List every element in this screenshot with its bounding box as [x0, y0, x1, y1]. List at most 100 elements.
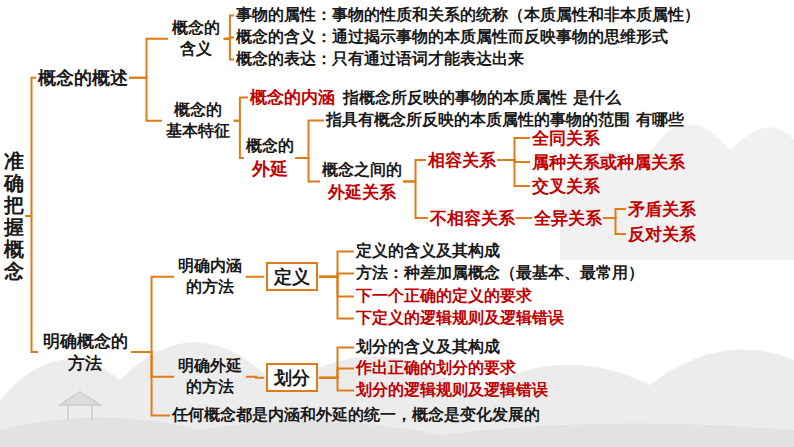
node-text: 划分	[274, 366, 310, 389]
connector-line	[131, 352, 170, 415]
node-text: 指具有概念所反映的本质属性的事物的范围 有哪些	[326, 110, 684, 131]
connector-line	[497, 138, 530, 160]
connector-line	[295, 120, 324, 158]
connector-line	[25, 78, 36, 216]
pavilion	[60, 392, 100, 420]
concept-node: 矛盾关系	[628, 198, 696, 220]
connector-line	[129, 39, 168, 78]
node-text: 全同关系	[532, 127, 600, 149]
concept-node: 概念的表达：只有通过语词才能表达出来	[236, 49, 524, 70]
node-text: 概念的 基本特征	[164, 100, 233, 142]
concept-node: 事物的属性：事物的性质和关系的统称（本质属性和非本质属性）	[236, 5, 700, 26]
concept-node: 全同关系	[532, 127, 600, 149]
bracket-connector	[129, 78, 162, 121]
node-text: 明确内涵 的方法	[176, 256, 245, 298]
bracket-connector	[497, 160, 530, 186]
concept-node: 作出正确的划分的要求	[356, 358, 516, 379]
concept-node: 概念的 基本特征	[164, 100, 233, 142]
bracket-connector	[131, 277, 174, 352]
node-text: 概念的含义：通过揭示事物的本质属性而反映事物的思维形式	[236, 27, 668, 48]
connector-line	[319, 251, 354, 276]
bracket-connector	[319, 347, 354, 377]
node-text: 概念的 含义	[170, 18, 223, 60]
bracket-connector	[403, 181, 428, 218]
connector-line	[319, 347, 354, 377]
connector-line	[497, 160, 530, 186]
concept-node: 概念的外延	[246, 136, 294, 180]
concept-node: 下定义的逻辑规则及逻辑错误	[356, 308, 564, 329]
connector-line	[25, 216, 38, 352]
connector-line	[131, 277, 174, 352]
connector-line	[319, 368, 354, 377]
concept-node: 任何概念都是内涵和外延的统一，概念是变化发展的	[172, 405, 540, 426]
concept-node: 指具有概念所反映的本质属性的事物的范围 有哪些	[326, 110, 684, 131]
bracket-connector	[131, 352, 170, 415]
node-text: 概念的概述	[38, 66, 128, 89]
node-text: 概念的表达：只有通过语词才能表达出来	[236, 49, 524, 70]
connector-line	[129, 78, 162, 121]
node-text: 交叉关系	[532, 175, 600, 197]
node-text: 划分的含义及其构成	[356, 337, 500, 358]
connector-line	[603, 218, 626, 234]
concept-node: 定义的含义及其构成	[356, 241, 500, 262]
node-text: 明确概念的 方法	[40, 330, 130, 374]
concept-node: 准确把握概念	[4, 150, 24, 282]
bracket-connector	[403, 160, 426, 181]
node-text: 定义的含义及其构成	[356, 241, 500, 262]
connector-line	[319, 378, 354, 391]
concept-node: 下一个正确的定义的要求	[356, 286, 532, 307]
concept-node: 概念的 含义	[170, 18, 223, 60]
concept-node: 明确外延 的方法	[176, 356, 245, 398]
node-text: 划分的逻辑规则及逻辑错误	[356, 380, 548, 401]
node-text: 准确把握概念	[4, 150, 24, 282]
bracket-connector	[516, 218, 532, 219]
node-text: 任何概念都是内涵和外延的统一，概念是变化发展的	[172, 405, 540, 426]
connector-line	[516, 217, 532, 219]
concept-node: 概念的内涵指概念所反映的事物的本质属性 是什么	[250, 86, 621, 109]
node-text: 指概念所反映的事物的本质属性 是什么	[343, 88, 621, 109]
connector-line	[403, 160, 426, 181]
node-text: 下一个正确的定义的要求	[356, 286, 532, 307]
concept-node: 反对关系	[628, 223, 696, 245]
concept-node: 概念的概述	[38, 66, 128, 89]
bracket-connector	[224, 15, 234, 38]
bracket-connector	[497, 138, 530, 160]
bracket-connector	[319, 378, 354, 391]
connector-line	[234, 97, 248, 120]
concept-node: 相容关系	[428, 149, 496, 171]
node-text: 明确外延 的方法	[176, 356, 245, 398]
concept-node: 方法：种差加属概念（最基本、最常用）	[356, 263, 644, 284]
bracket-connector	[319, 251, 354, 276]
node-text: 下定义的逻辑规则及逻辑错误	[356, 308, 564, 329]
node-text: 相容关系	[428, 149, 496, 171]
concept-node: 明确内涵 的方法	[176, 256, 245, 298]
connector-line	[403, 181, 428, 218]
node-text: 事物的属性：事物的性质和关系的统称（本质属性和非本质属性）	[236, 5, 700, 26]
connector-line	[603, 209, 626, 218]
node-text: 作出正确的划分的要求	[356, 358, 516, 379]
connector-line	[246, 276, 264, 278]
node-text: 概念的内涵	[250, 86, 335, 108]
node-text: 外延关系	[322, 181, 402, 203]
connector-line	[295, 158, 320, 181]
node-text: 方法：种差加属概念（最基本、最常用）	[356, 263, 644, 284]
bracket-connector	[295, 158, 320, 181]
concept-node: 概念的含义：通过揭示事物的本质属性而反映事物的思维形式	[236, 27, 668, 48]
bracket-connector	[25, 78, 36, 216]
bracket-connector	[246, 276, 264, 277]
bracket-connector	[224, 39, 234, 60]
node-text: 概念之间的	[322, 160, 402, 181]
node-text: 外延	[246, 157, 294, 180]
concept-node: 明确概念的 方法	[40, 330, 130, 374]
node-text: 反对关系	[628, 223, 696, 245]
bracket-connector	[129, 39, 168, 78]
bracket-connector	[246, 376, 264, 378]
bracket-connector	[295, 120, 324, 158]
connector-line	[319, 277, 354, 319]
bracket-connector	[603, 209, 626, 218]
node-text: 全异关系	[534, 207, 602, 229]
concept-node: 交叉关系	[532, 175, 600, 197]
bracket-connector	[319, 368, 354, 377]
method-box: 划分	[266, 363, 318, 392]
node-text: 矛盾关系	[628, 198, 696, 220]
